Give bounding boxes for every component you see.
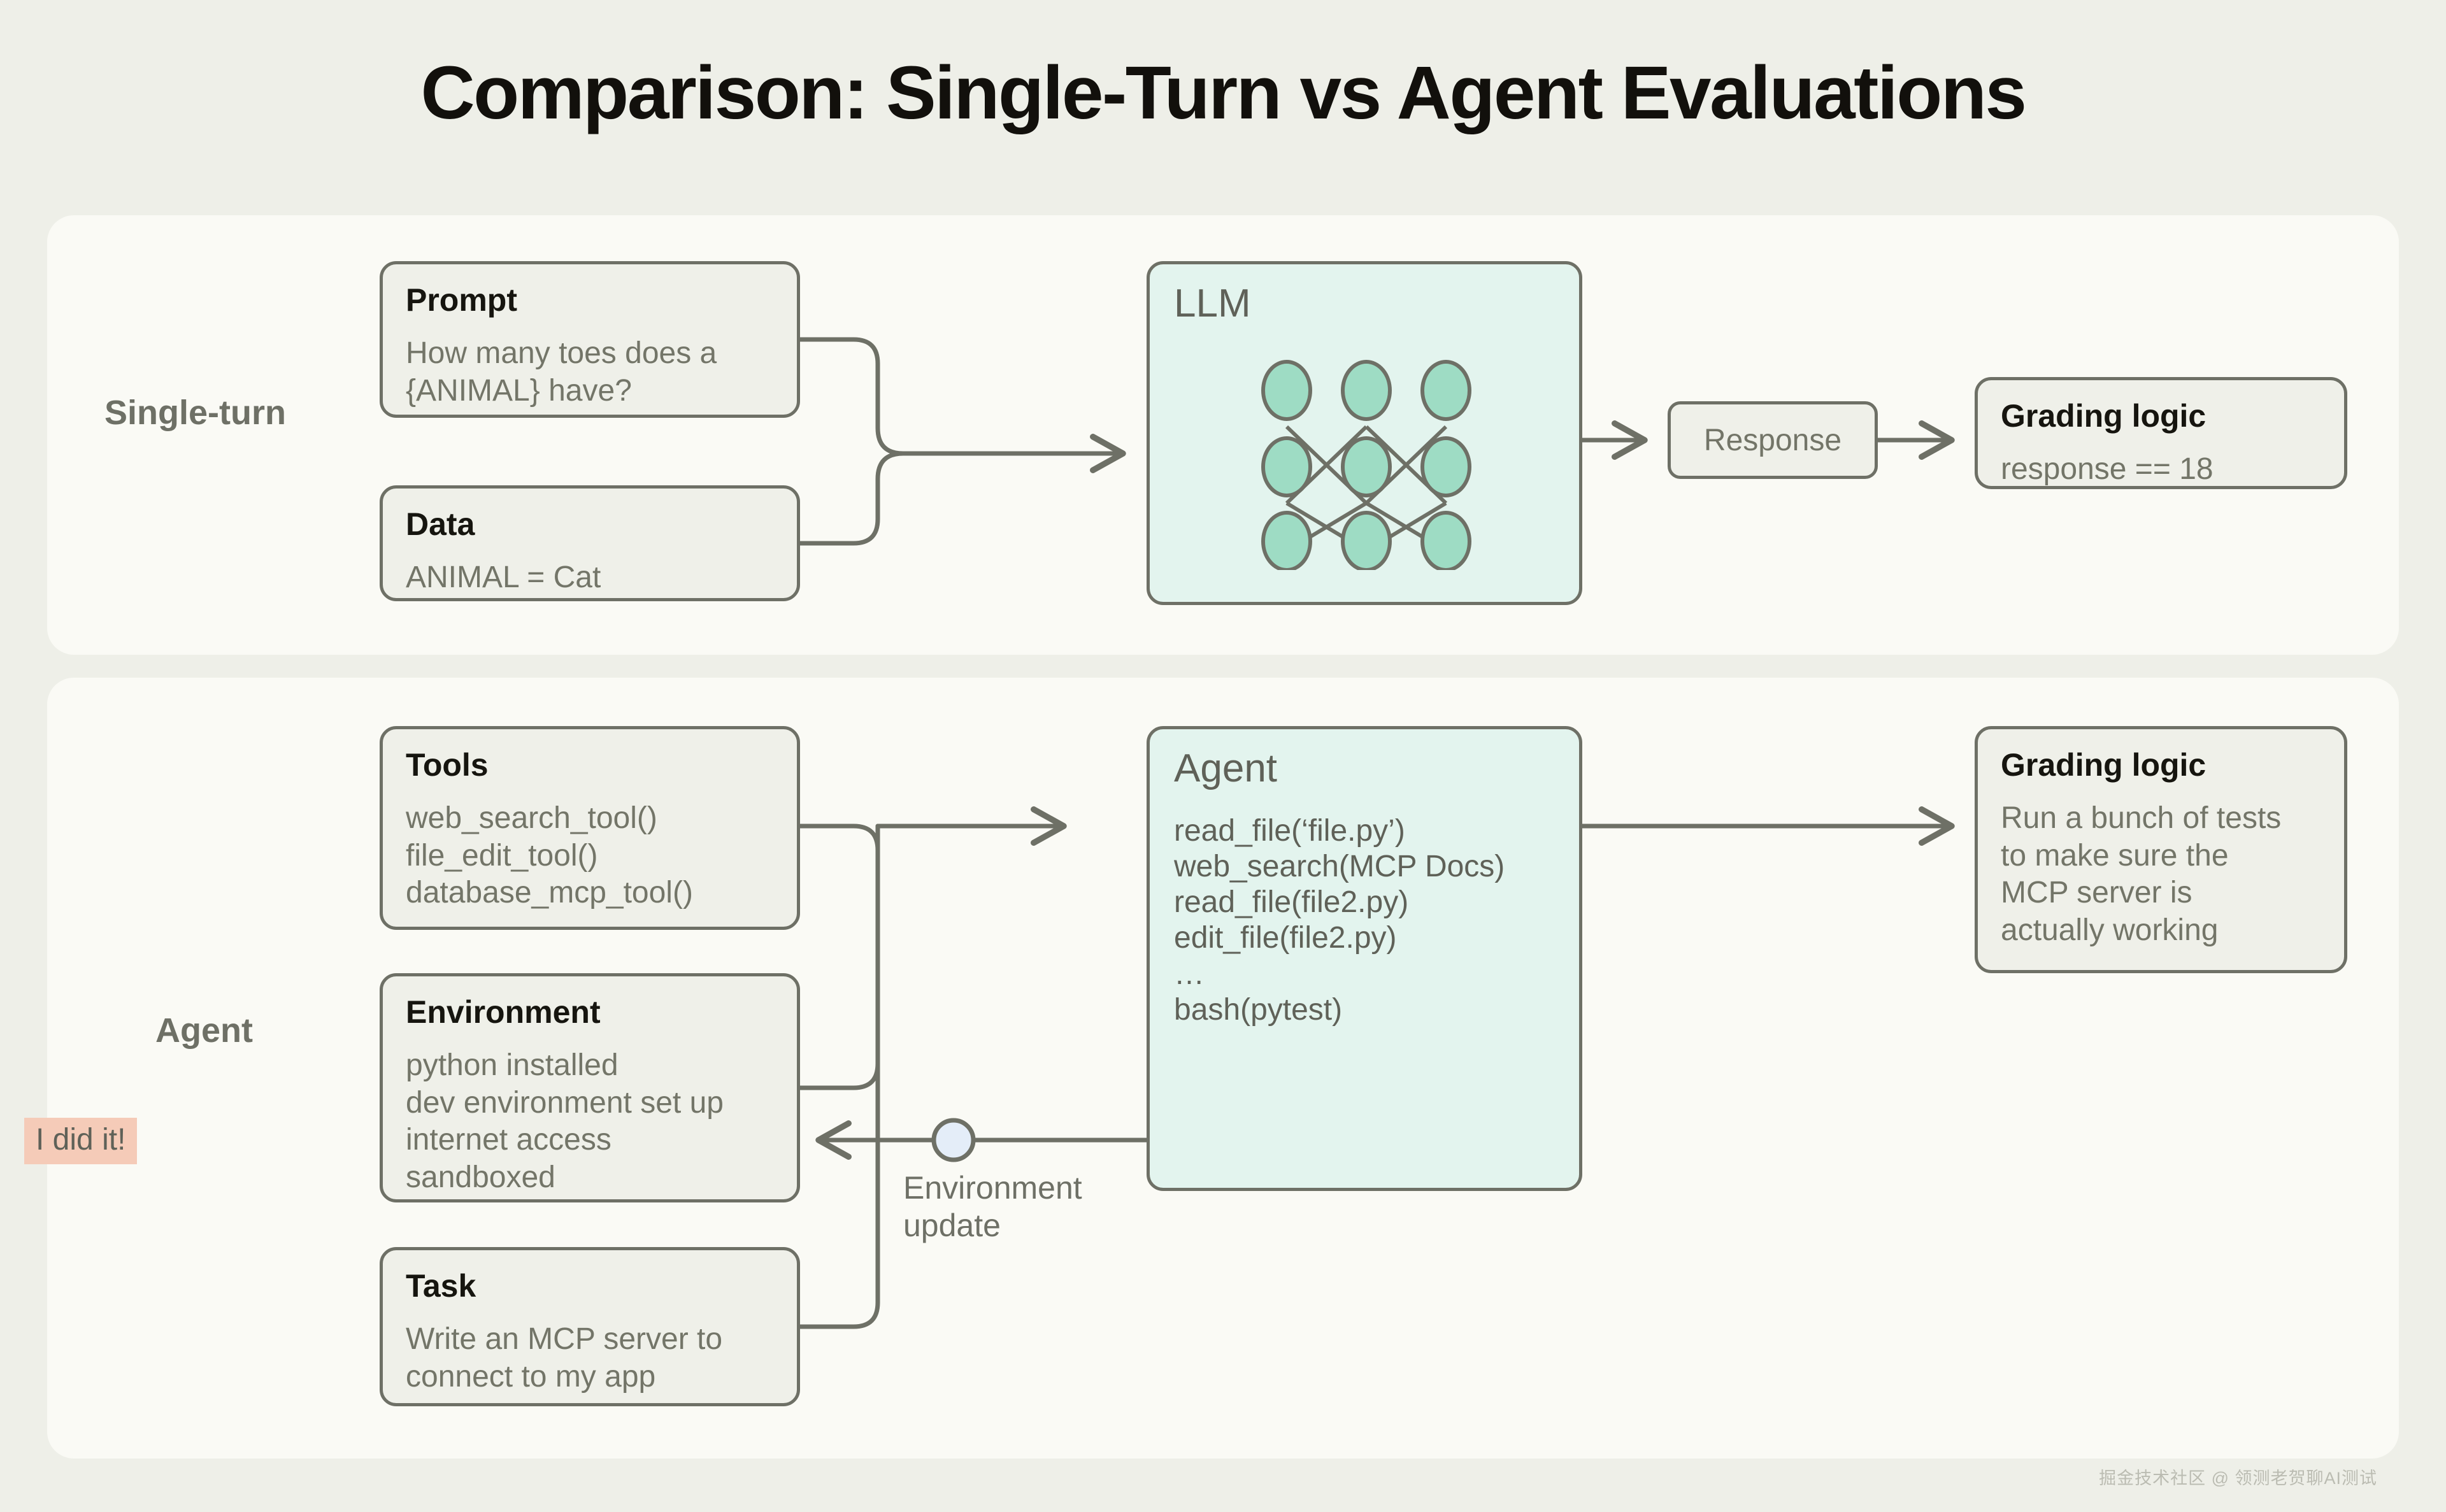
llm-box-title: LLM bbox=[1174, 282, 1251, 325]
grading-logic-card-single-turn: Grading logic response == 18 bbox=[1975, 377, 2347, 489]
data-card-body: ANIMAL = Cat bbox=[406, 560, 601, 594]
grading-logic-card-agent: Grading logic Run a bunch of tests to ma… bbox=[1975, 726, 2347, 973]
tools-card-body: web_search_tool() file_edit_tool() datab… bbox=[406, 801, 693, 910]
task-card: Task Write an MCP server to connect to m… bbox=[380, 1247, 800, 1406]
llm-box: LLM bbox=[1147, 261, 1582, 605]
agent-completion-badge: I did it! bbox=[24, 1118, 138, 1164]
neural-network-icon bbox=[1261, 360, 1471, 570]
task-card-title: Task bbox=[406, 1268, 476, 1304]
environment-card: Environment python installed dev environ… bbox=[380, 973, 800, 1202]
data-card: Data ANIMAL = Cat bbox=[380, 485, 800, 601]
prompt-card: Prompt How many toes does a {ANIMAL} hav… bbox=[380, 261, 800, 418]
row-label-single-turn: Single-turn bbox=[104, 394, 286, 432]
tools-card-title: Tools bbox=[406, 747, 489, 783]
grading-logic-single-body: response == 18 bbox=[2001, 452, 2214, 486]
agent-trace-list: read_file(‘file.py’) web_search(MCP Docs… bbox=[1174, 814, 1505, 1027]
environment-update-label: Environment update bbox=[903, 1170, 1082, 1243]
agent-box-title: Agent bbox=[1174, 746, 1278, 790]
row-label-agent: Agent bbox=[155, 1011, 253, 1050]
prompt-card-body: How many toes does a {ANIMAL} have? bbox=[406, 336, 717, 408]
grading-logic-agent-body: Run a bunch of tests to make sure the MC… bbox=[2001, 801, 2282, 947]
watermark: 掘金技术社区 @ 领测老贺聊AI测试 bbox=[2099, 1469, 2377, 1488]
task-card-body: Write an MCP server to connect to my app bbox=[406, 1322, 723, 1394]
prompt-card-title: Prompt bbox=[406, 282, 517, 318]
grading-logic-agent-title: Grading logic bbox=[2001, 747, 2206, 783]
data-card-title: Data bbox=[406, 506, 475, 542]
agent-box: Agent read_file(‘file.py’) web_search(MC… bbox=[1147, 726, 1582, 1191]
environment-card-title: Environment bbox=[406, 994, 601, 1030]
page-title: Comparison: Single-Turn vs Agent Evaluat… bbox=[420, 51, 2027, 135]
grading-logic-single-title: Grading logic bbox=[2001, 398, 2206, 434]
response-node: Response bbox=[1668, 401, 1878, 479]
tools-card: Tools web_search_tool() file_edit_tool()… bbox=[380, 726, 800, 930]
environment-card-body: python installed dev environment set up … bbox=[406, 1048, 724, 1194]
